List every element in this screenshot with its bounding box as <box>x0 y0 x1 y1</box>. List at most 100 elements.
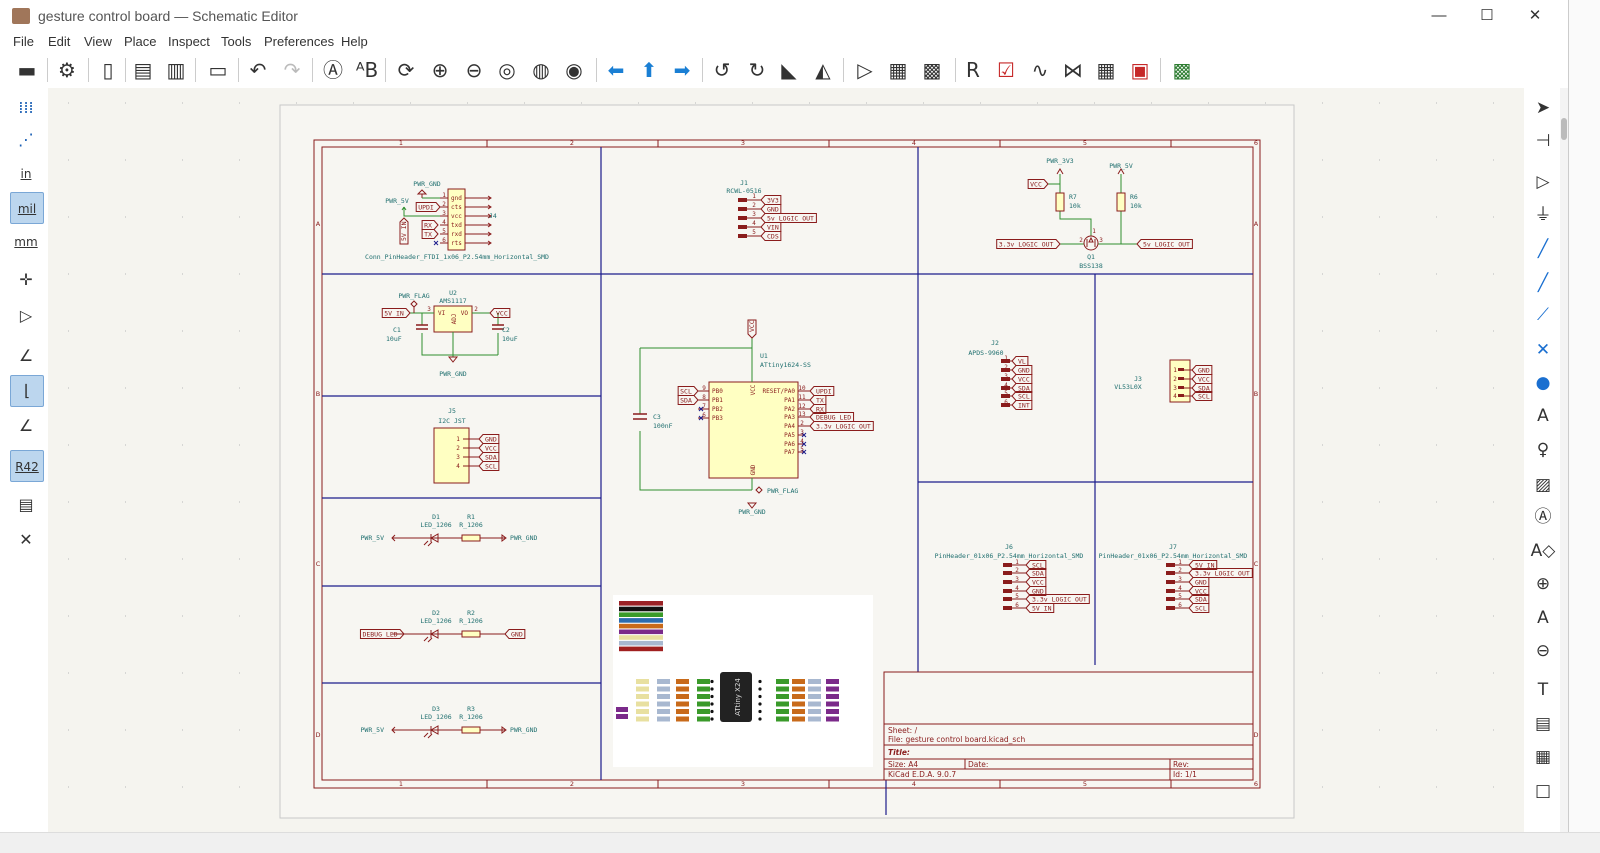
zoom-fit-button[interactable]: ◎ <box>493 57 521 83</box>
add-junction-button[interactable]: ● <box>1528 369 1558 397</box>
print-button[interactable]: ▤ <box>129 57 157 83</box>
update-from-pcb-button[interactable]: ⟳ <box>392 57 420 83</box>
net-label[interactable]: SCL <box>478 461 500 471</box>
net-label-rx[interactable]: RX <box>421 220 439 230</box>
paste-button[interactable]: ▭ <box>204 57 232 83</box>
zoom-objects-button[interactable]: ◍ <box>527 57 555 83</box>
units-mil-button[interactable]: mil <box>10 192 44 224</box>
zoom-out-button[interactable]: ⊖ <box>460 57 488 83</box>
net-label[interactable]: SDA <box>677 395 699 405</box>
rotate-ccw-button[interactable]: ↺ <box>708 57 736 83</box>
net-label-updi[interactable]: UPDI <box>415 202 441 212</box>
net-label-vcc[interactable]: VCC <box>747 319 757 339</box>
units-mm-button[interactable]: mm <box>10 226 42 256</box>
symbol-editor-button[interactable]: ▷ <box>851 57 879 83</box>
net-label[interactable]: CDS <box>760 231 782 241</box>
zoom-selection-button[interactable]: ◉ <box>560 57 588 83</box>
net-label[interactable]: DEBUG LED <box>359 629 405 639</box>
net-label[interactable]: GND <box>1191 365 1213 375</box>
net-label[interactable]: SDA <box>1188 594 1210 604</box>
net-label[interactable]: GND <box>1188 577 1210 587</box>
minimize-button[interactable]: — <box>1431 7 1447 24</box>
zoom-in-button[interactable]: ⊕ <box>426 57 454 83</box>
save-button[interactable]: ▬ <box>13 57 41 83</box>
u1-body[interactable] <box>708 381 799 479</box>
add-power-button[interactable]: ⏚ <box>1528 201 1558 229</box>
net-label[interactable]: VCC <box>1191 374 1213 384</box>
annotate-button[interactable]: R42 <box>10 450 44 482</box>
add-label-button[interactable]: A <box>1528 402 1558 430</box>
line-mode-90-button[interactable]: ⌊ <box>10 375 44 407</box>
resistor-icon[interactable] <box>461 534 481 542</box>
net-label[interactable]: SDA <box>1025 568 1047 578</box>
redo-button[interactable]: ↷ <box>278 57 306 83</box>
net-label[interactable]: VL <box>1011 356 1029 366</box>
r6-body[interactable] <box>1116 192 1126 212</box>
pinout-reference-image[interactable]: ATtiny X24 <box>613 595 873 767</box>
pcb-editor-button[interactable]: ▩ <box>1168 57 1196 83</box>
navigate-up-button[interactable]: ⬆ <box>635 57 663 83</box>
add-global-label-button[interactable]: ▨ <box>1528 471 1558 499</box>
line-mode-45-button[interactable]: ∠ <box>10 411 42 441</box>
net-label[interactable]: SCL <box>1011 391 1033 401</box>
resistor-icon[interactable] <box>461 726 481 734</box>
net-label-5v-in[interactable]: 5V IN <box>381 308 411 318</box>
j5-body[interactable] <box>433 427 470 484</box>
net-label[interactable]: 3.3v LOGIC OUT <box>996 239 1061 249</box>
net-label[interactable]: 3.3v LOGIC OUT <box>1025 594 1090 604</box>
menu-tools[interactable]: Tools <box>221 34 252 49</box>
vertical-scrollbar[interactable] <box>1560 88 1568 832</box>
menu-file[interactable]: File <box>13 34 34 49</box>
net-label[interactable]: SDA <box>478 452 500 462</box>
scrollbar-thumb[interactable] <box>1561 118 1567 140</box>
add-table-button[interactable]: ▦ <box>1528 743 1558 771</box>
annotate-button[interactable]: R <box>959 57 987 83</box>
plot-button[interactable]: ▥ <box>162 57 190 83</box>
add-sheet-pin-button[interactable]: ⊕ <box>1528 570 1558 598</box>
net-label[interactable]: SCL <box>1191 391 1213 401</box>
undo-button[interactable]: ↶ <box>244 57 272 83</box>
net-label[interactable]: GND <box>760 204 782 214</box>
highlight-net-button[interactable]: ⊣ <box>1528 127 1558 155</box>
hierarchy-navigator-button[interactable]: ▷ <box>10 301 42 331</box>
net-label[interactable]: VCC <box>1025 577 1047 587</box>
find-replace-button[interactable]: ᴬB <box>353 57 381 83</box>
menu-preferences[interactable]: Preferences <box>264 34 335 49</box>
tools-button[interactable]: ✕ <box>10 525 42 555</box>
net-label-tx[interactable]: TX <box>421 229 439 239</box>
net-label[interactable]: VCC <box>1011 374 1033 384</box>
netlist-button[interactable]: ⋈ <box>1059 57 1087 83</box>
mirror-horizontal-button[interactable]: ◭ <box>809 57 837 83</box>
import-sheet-pin-button[interactable]: A <box>1528 604 1558 632</box>
cursor-full-crosshair-button[interactable]: ✛ <box>10 265 42 295</box>
bom-table-button[interactable]: ▦ <box>1092 57 1120 83</box>
net-label-vcc[interactable]: VCC <box>1027 179 1049 189</box>
net-label-5v-in[interactable]: 5V IN <box>399 217 409 245</box>
net-label[interactable]: SCL <box>1188 603 1210 613</box>
grid-overrides-button[interactable]: ⋰ <box>10 125 42 155</box>
footprint-assign-button[interactable]: ▩ <box>918 57 946 83</box>
add-text-button[interactable]: T <box>1528 676 1558 704</box>
close-button[interactable]: ✕ <box>1528 7 1542 24</box>
net-label[interactable]: 3V3 <box>760 195 782 205</box>
navigate-back-button[interactable]: ⬅ <box>602 57 630 83</box>
net-label[interactable]: VIN <box>760 222 782 232</box>
net-label[interactable]: DEBUG LED <box>809 412 855 422</box>
find-button[interactable]: Ⓐ <box>319 57 347 83</box>
j4-body[interactable] <box>447 188 466 251</box>
menu-edit[interactable]: Edit <box>48 34 71 49</box>
net-label[interactable]: 3.3v LOGIC OUT <box>809 421 874 431</box>
menu-help[interactable]: Help <box>341 34 368 49</box>
menu-place[interactable]: Place <box>124 34 157 49</box>
resistor-icon[interactable] <box>461 630 481 638</box>
net-label[interactable]: TX <box>809 395 827 405</box>
add-symbol-button[interactable]: ▷ <box>1528 168 1558 196</box>
net-label[interactable]: GND <box>504 629 526 639</box>
menu-view[interactable]: View <box>84 34 112 49</box>
net-label[interactable]: 3.3v LOGIC OUT <box>1188 568 1253 578</box>
add-rule-area-button[interactable]: ⊖ <box>1528 637 1558 665</box>
add-textbox-button[interactable]: ▤ <box>1528 710 1558 738</box>
u2-body[interactable] <box>433 305 473 333</box>
net-label[interactable]: UPDI <box>809 386 835 396</box>
